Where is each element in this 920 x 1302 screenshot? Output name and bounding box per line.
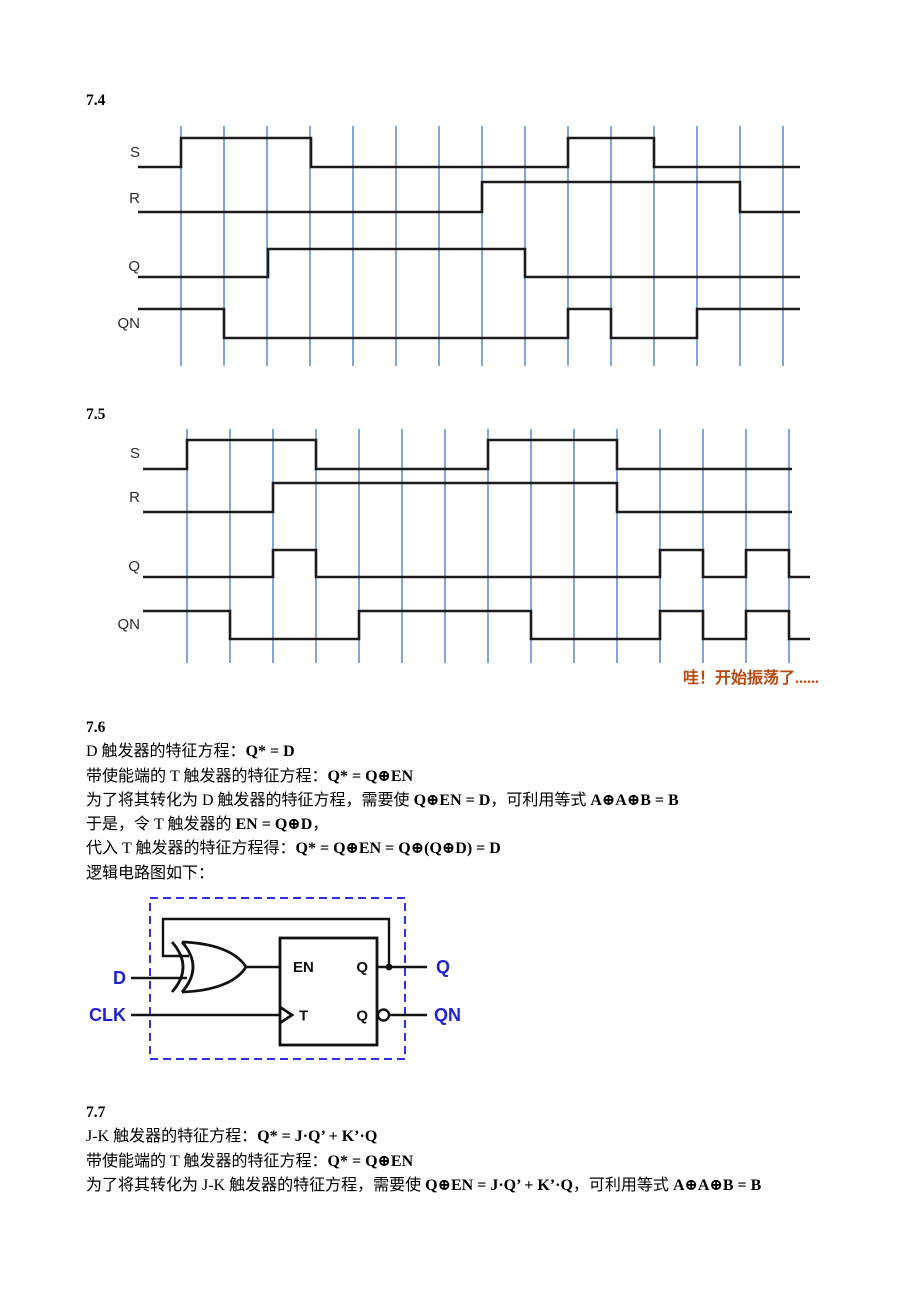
q-output-label: Q: [436, 957, 450, 977]
clock-triangle-icon: [279, 1005, 295, 1025]
text-run: 为了将其转化为 D 触发器的特征方程，需要使: [86, 791, 414, 809]
text-line: 于是，令 T 触发器的 EN = Q⊕D，: [86, 813, 679, 837]
signal-label-QN: QN: [118, 315, 141, 332]
waveform-R: [138, 180, 800, 214]
section-header: 7.6: [86, 719, 106, 736]
xor-gate-body: [181, 940, 248, 994]
formula-run: A⊕A⊕B = B: [672, 1176, 762, 1194]
formula-run: Q* = Q⊕EN: [327, 1152, 414, 1170]
inversion-bubble: [376, 1008, 391, 1022]
q-pin-top-label: Q: [356, 959, 368, 976]
formula-run: Q* = Q⊕EN: [327, 767, 414, 785]
waveform-QN: [143, 609, 810, 641]
formula-run: Q⊕EN = J·Q’ + K’·Q: [425, 1176, 573, 1194]
section-label-7-4: 7.4: [86, 92, 106, 109]
q-pin-bottom-label: Q: [356, 1008, 368, 1025]
text-run: 带使能端的 T 触发器的特征方程：: [86, 1152, 328, 1170]
formula-run: Q* = Q⊕EN = Q⊕(Q⊕D) = D: [295, 840, 501, 858]
formula-run: Q* = D: [245, 743, 295, 761]
circuit-dashed-border: [149, 897, 406, 1060]
d-signal-label: D: [113, 968, 126, 988]
waveform-S: [138, 136, 800, 169]
xor-back-arc: [180, 941, 195, 993]
clk-signal-label: CLK: [89, 1005, 126, 1025]
logic-circuit: EN T Q Q D CLK Q QN: [89, 897, 461, 1060]
signal-label-Q: Q: [128, 258, 140, 275]
text-run: 代入 T 触发器的特征方程得：: [86, 840, 296, 858]
formula-run: Q⊕EN = D: [413, 791, 491, 809]
flipflop-box: [278, 936, 379, 1047]
waveform-QN: [138, 307, 800, 340]
text-run: 逻辑电路图如下：: [86, 864, 215, 882]
en-pin-label: EN: [293, 959, 314, 976]
signal-label-Q: Q: [128, 558, 140, 575]
text-line: J-K 触发器的特征方程：Q* = J·Q’ + K’·Q: [86, 1125, 761, 1149]
signal-label-S: S: [130, 445, 140, 462]
t-pin-label: T: [299, 1008, 308, 1025]
junction-dot: [385, 963, 393, 971]
text-run: J-K 触发器的特征方程：: [86, 1128, 258, 1146]
waveform-R: [143, 481, 792, 514]
oscillation-note: 哇！开始振荡了......: [683, 670, 820, 687]
feedback-wire: [161, 917, 391, 967]
xor-extra-input-arc: [170, 941, 185, 993]
text-line: D 触发器的特征方程：Q* = D: [86, 740, 679, 764]
text-run: D 触发器的特征方程：: [86, 743, 246, 761]
qn-output-label: QN: [434, 1005, 461, 1025]
timing-diagram-7-4: S R Q QN: [118, 126, 800, 366]
timing-diagram-7-5: S R Q QN: [118, 429, 810, 663]
text-run: ，可利用等式: [572, 1176, 673, 1194]
formula-run: A⊕A⊕B = B: [590, 791, 679, 809]
text-line: 为了将其转化为 D 触发器的特征方程，需要使 Q⊕EN = D，可利用等式 A⊕…: [86, 789, 679, 813]
text-line: 代入 T 触发器的特征方程得：Q* = Q⊕EN = Q⊕(Q⊕D) = D: [86, 837, 679, 861]
text-run: 于是，令 T 触发器的: [86, 816, 236, 834]
waveform-Q: [138, 247, 800, 279]
text-line: 带使能端的 T 触发器的特征方程：Q* = Q⊕EN: [86, 765, 679, 789]
section-label-7-5: 7.5: [86, 406, 106, 423]
text-run: ，: [312, 816, 329, 834]
text-run: 带使能端的 T 触发器的特征方程：: [86, 767, 328, 785]
formula-run: EN = Q⊕D: [235, 816, 313, 834]
text-run: ，可利用等式: [490, 791, 591, 809]
signal-label-R: R: [129, 190, 140, 207]
waveform-Q: [143, 548, 810, 579]
signal-label-S: S: [130, 144, 140, 161]
section-header: 7.7: [86, 1104, 106, 1121]
formula-run: Q* = J·Q’ + K’·Q: [257, 1128, 378, 1146]
signal-label-QN: QN: [118, 616, 141, 633]
waveform-S: [143, 438, 792, 471]
text-line: 逻辑电路图如下：: [86, 862, 679, 886]
text-line: 为了将其转化为 J-K 触发器的特征方程，需要使 Q⊕EN = J·Q’ + K…: [86, 1174, 761, 1198]
text-line: 带使能端的 T 触发器的特征方程：Q* = Q⊕EN: [86, 1150, 761, 1174]
signal-label-R: R: [129, 489, 140, 506]
text-run: 为了将其转化为 J-K 触发器的特征方程，需要使: [86, 1176, 426, 1194]
